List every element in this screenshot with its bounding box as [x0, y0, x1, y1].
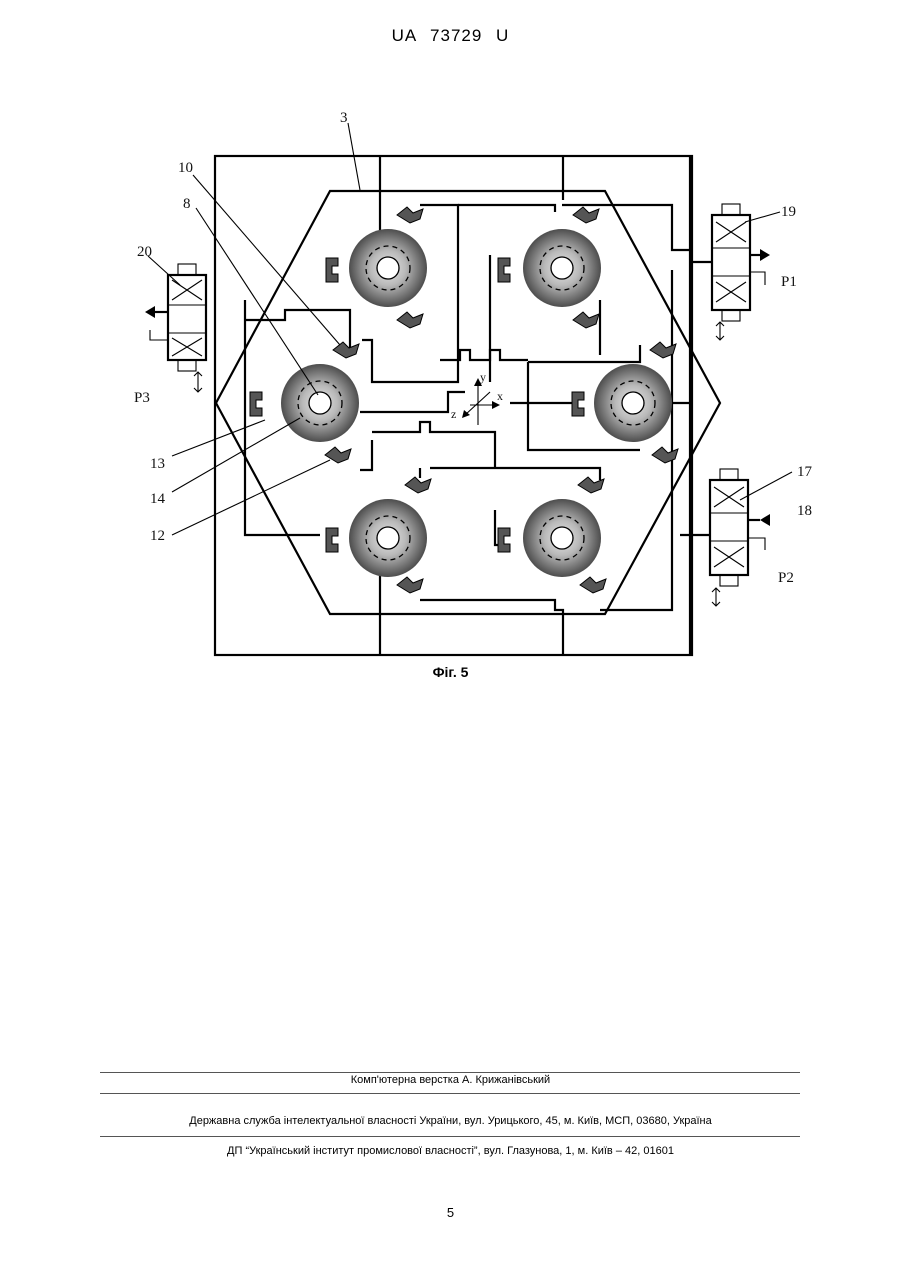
footer-layout-credit: Комп'ютерна верстка А. Крижанівський [0, 1074, 901, 1086]
label-14: 14 [150, 491, 166, 507]
footer-institute: ДП “Український інститут промислової вла… [0, 1145, 901, 1157]
label-12: 12 [150, 528, 165, 544]
label-3: 3 [340, 110, 348, 126]
figure-caption: Фіг. 5 [0, 664, 901, 680]
label-19: 19 [781, 204, 796, 220]
footer-agency: Державна служба інтелектуальної власност… [0, 1115, 901, 1127]
page-number: 5 [0, 1205, 901, 1220]
axis-label-z: z [451, 407, 456, 421]
footer-rule-middle [100, 1093, 800, 1094]
label-8: 8 [183, 196, 191, 212]
valve-p1 [690, 204, 770, 340]
disc-left [281, 364, 359, 442]
disc-right [594, 364, 672, 442]
patent-figure-5: y x z 3 10 8 20 19 P1 P3 13 14 12 17 18 … [0, 0, 901, 700]
disc-bottom-left [349, 499, 427, 577]
label-p1: P1 [781, 274, 797, 290]
disc-top-right [523, 229, 601, 307]
label-10: 10 [178, 160, 193, 176]
axis-label-y: y [480, 370, 486, 384]
valve-p3 [145, 264, 206, 392]
valve-p2 [710, 469, 770, 606]
disc-bottom-right [523, 499, 601, 577]
label-13: 13 [150, 456, 165, 472]
label-17: 17 [797, 464, 813, 480]
footer-rule-top [100, 1072, 800, 1073]
label-20: 20 [137, 244, 152, 260]
label-p3: P3 [134, 390, 150, 406]
footer-rule-bottom [100, 1136, 800, 1137]
label-18: 18 [797, 503, 812, 519]
axis-label-x: x [497, 389, 503, 403]
disc-top-left [349, 229, 427, 307]
label-p2: P2 [778, 570, 794, 586]
